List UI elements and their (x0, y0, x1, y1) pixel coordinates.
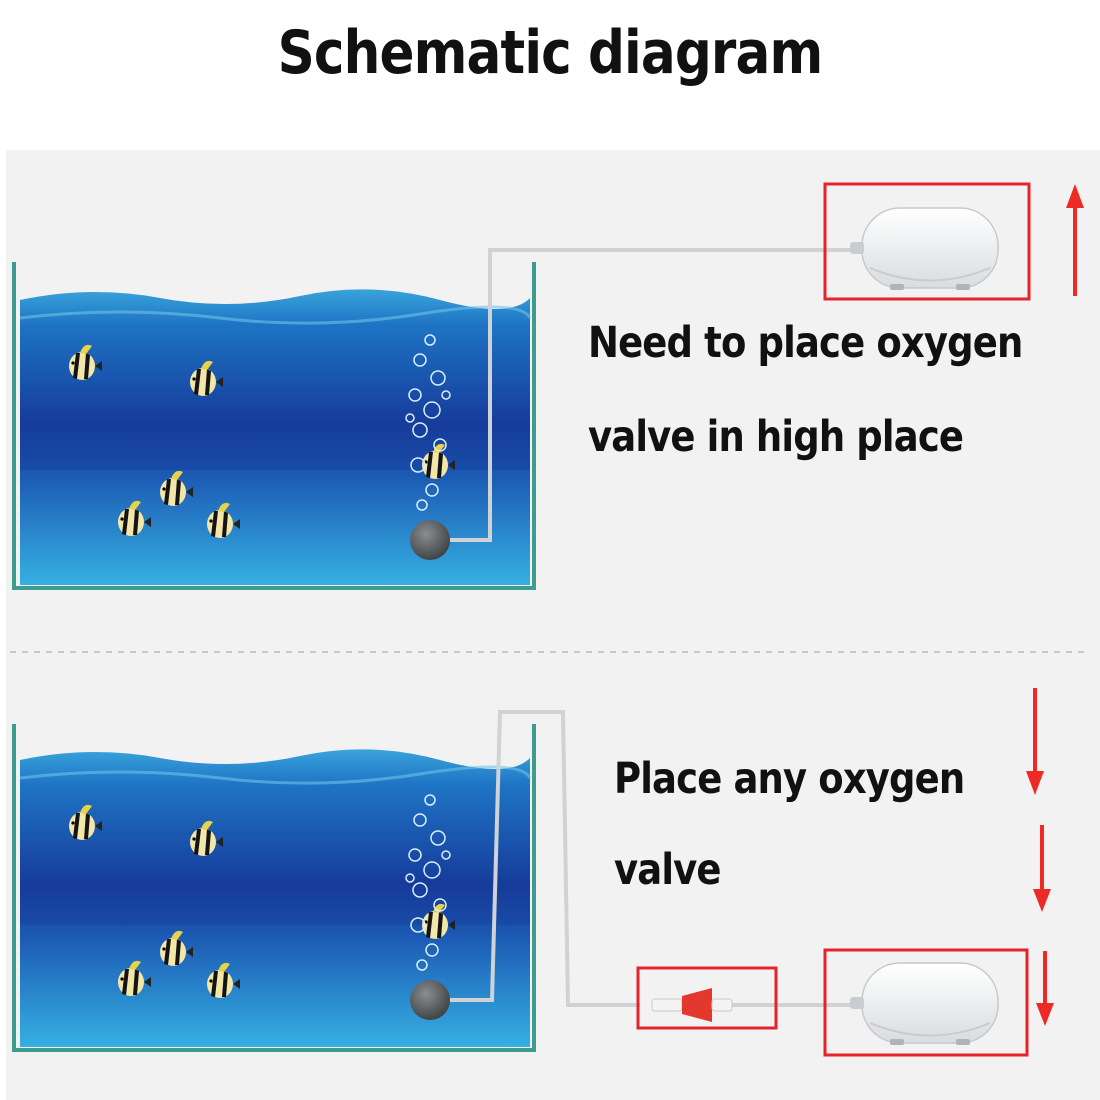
tank-frame (12, 262, 536, 590)
pump-highlight-box (823, 948, 1029, 1057)
top-caption-line1: Need to place oxygen (588, 318, 1023, 368)
air-tube (450, 710, 640, 1007)
valve-highlight-box (636, 966, 778, 1030)
page-title: Schematic diagram (277, 18, 824, 88)
air-tube (450, 248, 860, 542)
air-stone-icon (410, 520, 450, 560)
air-stone-icon (410, 980, 450, 1020)
air-bubbles (405, 794, 451, 971)
tank-frame (12, 724, 536, 1052)
arrow-down-icon (1033, 825, 1051, 912)
top-caption-line2: valve in high place (588, 412, 964, 462)
check-valve-icon (651, 988, 733, 1022)
arrow-down-icon (1036, 951, 1054, 1026)
air-pump-icon (849, 207, 999, 291)
arrow-down-icon (1026, 688, 1044, 795)
pump-highlight-box (823, 182, 1031, 301)
air-pump-icon (849, 962, 999, 1046)
top-aquarium (12, 262, 536, 590)
bottom-caption-line2: valve (614, 845, 721, 895)
air-bubbles (405, 334, 451, 511)
bottom-aquarium (12, 724, 536, 1052)
bottom-caption-line1: Place any oxygen (614, 754, 965, 804)
arrow-up-icon (1066, 184, 1084, 296)
